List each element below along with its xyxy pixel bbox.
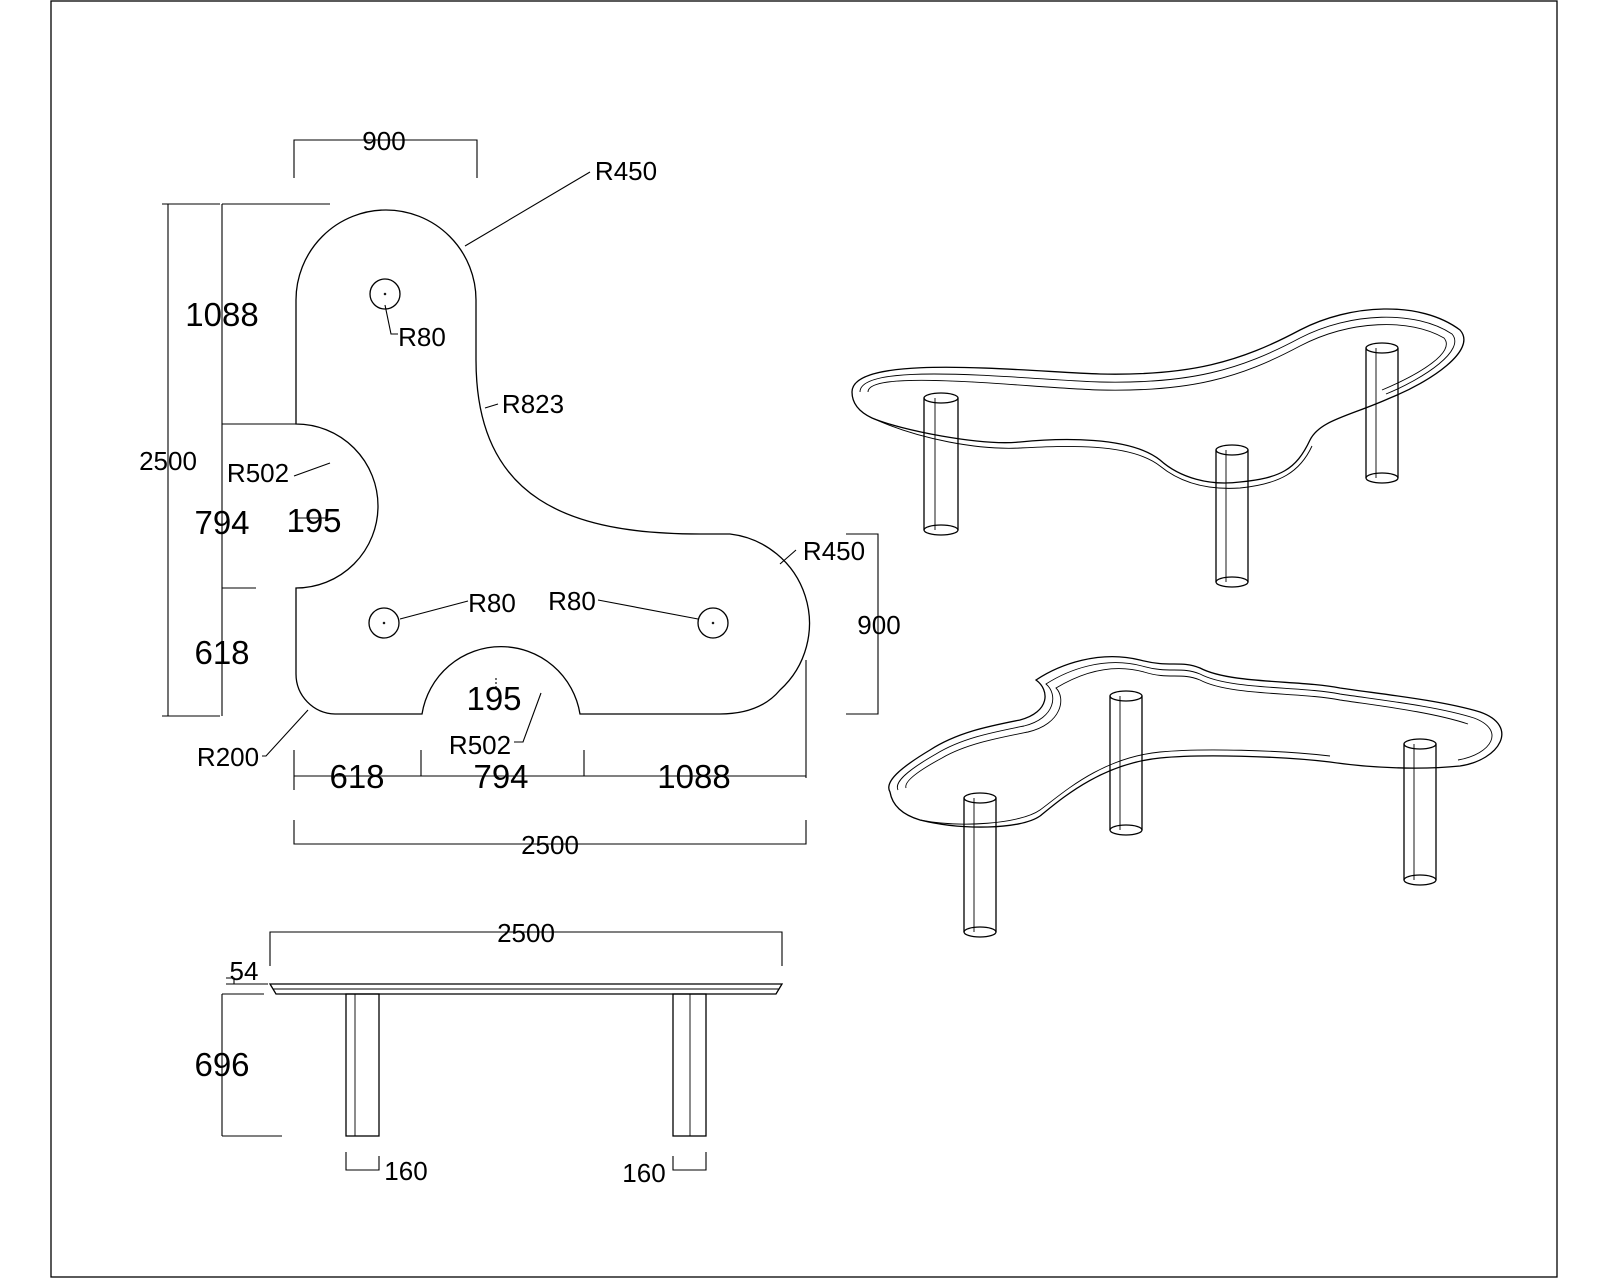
elevation-leg-left [345,993,380,1137]
leg-hole-top [369,278,401,310]
elev-leg-width-right-label: 160 [622,1158,665,1188]
bottom-notch-depth-label: 195 [466,680,521,717]
elev-leg-width-left-label: 160 [384,1156,427,1186]
dim-lower-label: 618 [194,634,249,671]
dim-bottom-middle-label: 794 [473,758,528,795]
sheet-border [50,0,1558,1278]
iso1-leg-2 [1215,444,1249,588]
isometric-view-bottom [888,656,1503,938]
dim-bottom-right-label: 1088 [657,758,730,795]
dim-overall-width [293,820,807,845]
dim-overall-height-label: 2500 [139,446,197,476]
front-elevation: 2500 54 696 160 160 [194,918,784,1188]
corner-radius-label: R200 [197,742,259,772]
right-radius-label: R450 [803,536,865,566]
elevation-leg-right [672,993,707,1137]
tabletop-outline [295,209,811,715]
dim-overall-width-label: 2500 [521,830,579,860]
left-notch-depth-label: 195 [286,502,341,539]
bottom-notch-radius-label: R502 [449,730,511,760]
elev-thickness-label: 54 [230,956,259,986]
plan-view: 900 2500 1088 794 618 195 R502 R450 R80 … [139,126,901,860]
left-hole-radius-label: R80 [468,588,516,618]
dim-overall-height [162,203,220,717]
iso1-outline-outer [851,308,1465,484]
dim-right-height-label: 900 [857,610,900,640]
iso2-leg-1 [963,792,997,938]
elevation-tabletop [268,983,784,995]
dim-right-height [846,533,879,715]
top-radius-label: R450 [595,156,657,186]
leg-hole-right [697,607,729,639]
iso2-leg-3 [1403,738,1437,886]
elev-width-label: 2500 [497,918,555,948]
left-notch-radius-label: R502 [227,458,289,488]
dim-bottom-chain [293,660,807,790]
inner-curve-radius-label: R823 [502,389,564,419]
iso1-leg-3 [1365,342,1399,484]
dim-bottom-left-label: 618 [329,758,384,795]
dim-upper-label: 1088 [185,296,258,333]
iso2-outline-outer [888,656,1503,828]
top-hole-radius-label: R80 [398,322,446,352]
iso2-leg-2 [1109,690,1143,836]
dim-middle-label: 794 [194,504,249,541]
dim-top-width-label: 900 [362,126,405,156]
elev-leg-height-label: 696 [194,1046,249,1083]
dim-top-width [293,139,478,178]
right-hole-radius-label: R80 [548,586,596,616]
dim-segment-lines [221,203,330,716]
leg-hole-left [368,607,400,639]
isometric-view-top [851,308,1465,588]
iso1-leg-1 [923,392,959,536]
